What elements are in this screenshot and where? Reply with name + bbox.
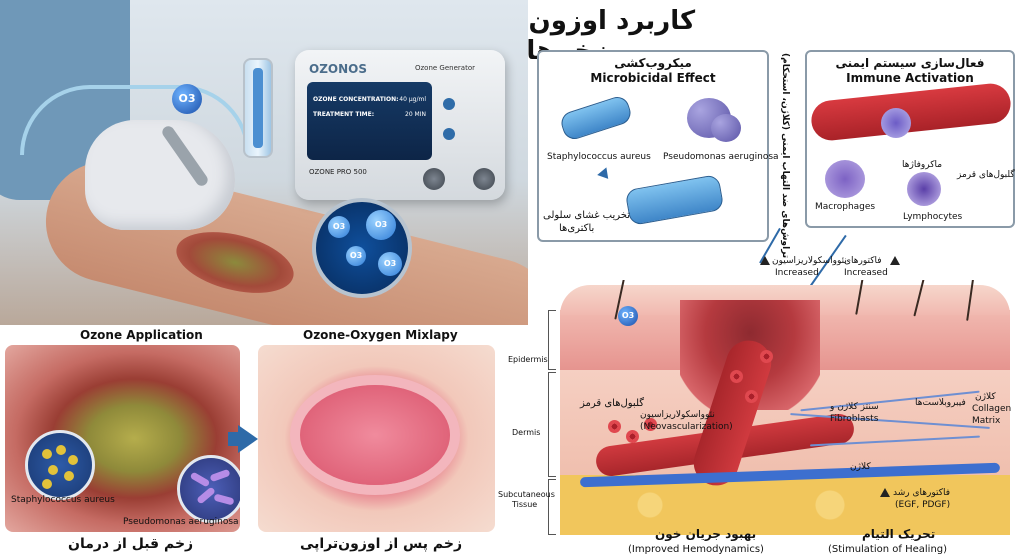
dermis-label: Dermis — [512, 428, 541, 437]
device-button-up[interactable] — [443, 98, 455, 110]
arrow-up-icon — [890, 256, 900, 265]
o3-bubble-icon: O3 — [328, 216, 350, 238]
pseudomonas-zoom — [177, 455, 240, 523]
collagen-synth-fa: سنتز کلاژن و — [830, 402, 879, 412]
growth-fa: فاکتورهای رشد — [893, 488, 951, 498]
collagen-matrix-2: Matrix — [972, 416, 1001, 426]
before-caption: زخم قبل از درمان — [68, 536, 194, 552]
fibroblasts-fa: فیبروبلاست‌ها — [915, 398, 966, 408]
staph-bacterium — [558, 93, 634, 143]
wound-before-panel: Staphylococcus aureus Pseudomonas aerugi… — [5, 345, 240, 532]
concentration-value: 40 µg/ml — [399, 96, 426, 103]
immune-rbc-fa: گلبول‌های قرمز — [957, 170, 1015, 180]
arrow-up-icon — [880, 488, 890, 497]
ozone-mixlapy-label: Ozone-Oxygen Mixlapy — [303, 328, 458, 342]
nova-fa-label: نئوواسکولاریزاسیون — [772, 256, 847, 266]
healing-granulation — [300, 385, 450, 485]
staph-label: Staphylococcus aureus — [11, 495, 115, 505]
device-knob-right[interactable] — [473, 168, 495, 190]
growth-en: (EGF, PDGF) — [895, 500, 951, 510]
collagen-fa: کلاژن — [850, 462, 871, 472]
after-caption: زخم پس از اوزون‌تراپی — [300, 536, 463, 552]
microbicidal-staph-label: Staphylococcus aureus — [547, 152, 651, 162]
immune-activation-box: فعال‌سازی سیستم ایمنی Immune Activation … — [805, 50, 1015, 228]
o3-bubble-icon: O3 — [366, 210, 396, 240]
subcutaneous-label-2: Tissue — [512, 500, 538, 509]
lymphocyte-cell — [907, 172, 941, 206]
progress-arrow-bar — [228, 432, 240, 446]
progress-arrow-icon — [238, 425, 258, 453]
skin-cross-section: O3 — [560, 280, 1010, 535]
nova-increased-label: Increased — [775, 268, 819, 278]
neovascular-fa: نئوواسکولاریزاسیون — [640, 410, 715, 420]
skin-rbc-fa: گلبول‌های قرمز — [580, 398, 645, 409]
blood-vessel — [809, 81, 1013, 143]
ozone-application-label: Ozone Application — [80, 328, 203, 342]
immune-title-fa: فعال‌سازی سیستم ایمنی — [835, 56, 985, 70]
o3-bubble-icon: O3 — [378, 252, 402, 276]
membrane-destruction-line1: تخریب غشای سلولی — [543, 210, 630, 221]
wound-after-panel — [258, 345, 495, 532]
time-label: TREATMENT TIME: — [313, 111, 375, 118]
device-knob-left[interactable] — [423, 168, 445, 190]
collagen-matrix-fa: کلاژن — [975, 392, 996, 402]
pseudomonas-label: Pseudomonas aeruginosa — [123, 517, 239, 527]
arrow-icon — [597, 167, 613, 183]
macrophage-large — [825, 160, 865, 198]
device-brand: OZONOS — [309, 62, 367, 76]
time-value: 20 MIN — [405, 111, 426, 118]
collagen-matrix-1: Collagen — [972, 404, 1012, 414]
device-label: Ozone Generator — [415, 64, 475, 72]
concentration-label: OZONE CONCENTRATION: — [313, 96, 399, 103]
device-model: OZONE PRO 500 — [309, 168, 367, 176]
o3-bubble-icon: O3 — [346, 246, 366, 266]
membrane-destruction-line2: باکتری‌ها — [559, 223, 595, 234]
ozone-bubbles-magnifier: O3 O3 O3 O3 — [312, 198, 412, 298]
gloved-hand — [85, 120, 235, 230]
neovascular-en: (Neovascularization) — [640, 422, 733, 432]
hemodynamics-fa: بهبود جریان خون — [655, 527, 757, 541]
immune-lymphocytes-label: Lymphocytes — [903, 212, 963, 222]
microbicidal-title-fa: میکروب‌کشی — [614, 56, 692, 70]
immune-macrophages-label: Macrophages — [815, 202, 876, 212]
o3-molecule-icon: O3 — [618, 306, 638, 326]
microbicidal-effect-box: میکروب‌کشی Microbicidal Effect Staphyloc… — [537, 50, 779, 242]
healing-en: (Stimulation of Healing) — [828, 544, 948, 555]
factors-fa-label: فاکتورهای — [844, 256, 882, 266]
anti-inflammatory-note: تراوش‌های ضد التهاب ایمنی (کلاژن، استحکا… — [780, 52, 790, 258]
ozone-cylinder — [243, 58, 273, 158]
o3-molecule-icon: O3 — [172, 84, 202, 114]
factors-increased-label: Increased — [844, 268, 888, 278]
subcutaneous-label-1: Subcutaneous — [498, 490, 555, 499]
healing-fa: تحریک التیام — [862, 527, 936, 541]
damaged-bacterium — [624, 174, 725, 226]
epidermis-label: Epidermis — [508, 355, 548, 364]
arrow-up-icon — [760, 256, 770, 265]
immune-title-en: Immune Activation — [846, 71, 974, 85]
fibroblasts-label: Fibroblasts — [830, 414, 879, 424]
microbicidal-title-en: Microbicidal Effect — [590, 71, 716, 85]
immune-macrophage-fa: ماکروفاژها — [902, 160, 943, 170]
macrophage-cell — [881, 108, 911, 138]
microbicidal-pseudo-label: Pseudomonas aeruginosa — [663, 152, 779, 162]
staph-zoom — [25, 430, 95, 500]
device-button-down[interactable] — [443, 128, 455, 140]
hemodynamics-en: (Improved Hemodynamics) — [628, 544, 764, 555]
